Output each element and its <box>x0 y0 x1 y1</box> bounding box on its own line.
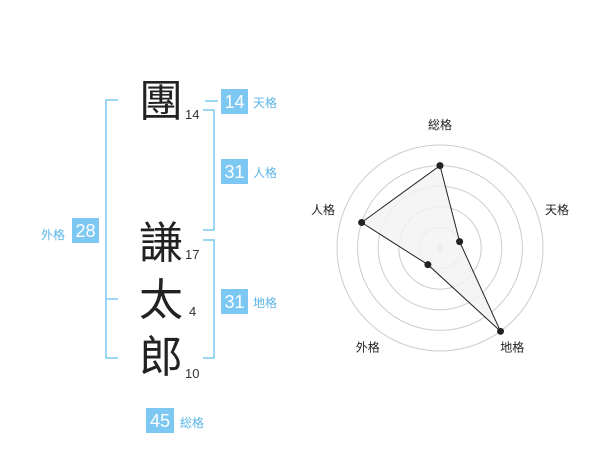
stroke-counts: 14 17 4 10 <box>185 107 199 381</box>
radar-axis-label-2: 天格 <box>545 202 569 217</box>
gaikaku-label: 外格 <box>41 227 65 242</box>
radar-point-2 <box>456 238 464 246</box>
jinkaku-item: 31 人格 <box>221 159 277 184</box>
radar-axis-label-4: 外格 <box>356 340 380 355</box>
stroke-count-3: 4 <box>189 304 196 319</box>
jinkaku-box <box>221 159 248 184</box>
radar-points <box>358 162 505 335</box>
radar-point-3 <box>497 327 505 335</box>
soukaku-value: 45 <box>150 411 170 431</box>
chikaku-label: 地格 <box>253 295 277 310</box>
name-char-3: 太 <box>139 275 183 326</box>
chikaku-value: 31 <box>224 292 244 312</box>
radar-axis-label-3: 地格 <box>500 340 524 355</box>
soukaku-box <box>146 408 174 433</box>
radar-ring-5 <box>336 144 544 352</box>
tenkaku-label: 天格 <box>253 95 277 110</box>
jinkaku-value: 31 <box>224 162 244 182</box>
bracket-lines <box>105 99 218 359</box>
name-char-2: 謙 <box>139 218 183 269</box>
radar-axis-label-1: 総格 <box>428 117 452 132</box>
chikaku-bracket <box>203 239 215 359</box>
jinkaku-bracket <box>203 109 215 231</box>
stroke-count-1: 14 <box>185 107 199 122</box>
tenkaku-box <box>221 89 248 114</box>
jinkaku-label: 人格 <box>253 165 277 180</box>
radar-point-4 <box>424 261 432 269</box>
radar-area <box>360 164 501 332</box>
gaikaku-item: 外格 28 <box>41 218 99 243</box>
stroke-count-2: 17 <box>185 247 199 262</box>
name-characters: 團 謙 太 郎 <box>139 76 183 383</box>
soukaku-label: 総格 <box>180 415 204 430</box>
fortune-boxes: 14 天格 31 人格 31 地格 外格 28 45 総格 <box>41 89 277 433</box>
name-char-4: 郎 <box>139 332 183 383</box>
radar-point-5 <box>358 219 366 227</box>
radar-axis-label-5: 人格 <box>311 202 335 217</box>
chikaku-item: 31 地格 <box>221 289 277 314</box>
tenkaku-value: 14 <box>224 92 244 112</box>
radar-point-1 <box>436 162 444 170</box>
tenkaku-item: 14 天格 <box>221 89 277 114</box>
gaikaku-value: 28 <box>75 221 95 241</box>
gaikaku-bracket <box>105 99 118 359</box>
stroke-count-4: 10 <box>185 366 199 381</box>
gaikaku-box <box>72 218 99 243</box>
name-char-1: 團 <box>139 76 183 127</box>
chikaku-box <box>221 289 248 314</box>
soukaku-item: 45 総格 <box>146 408 204 433</box>
